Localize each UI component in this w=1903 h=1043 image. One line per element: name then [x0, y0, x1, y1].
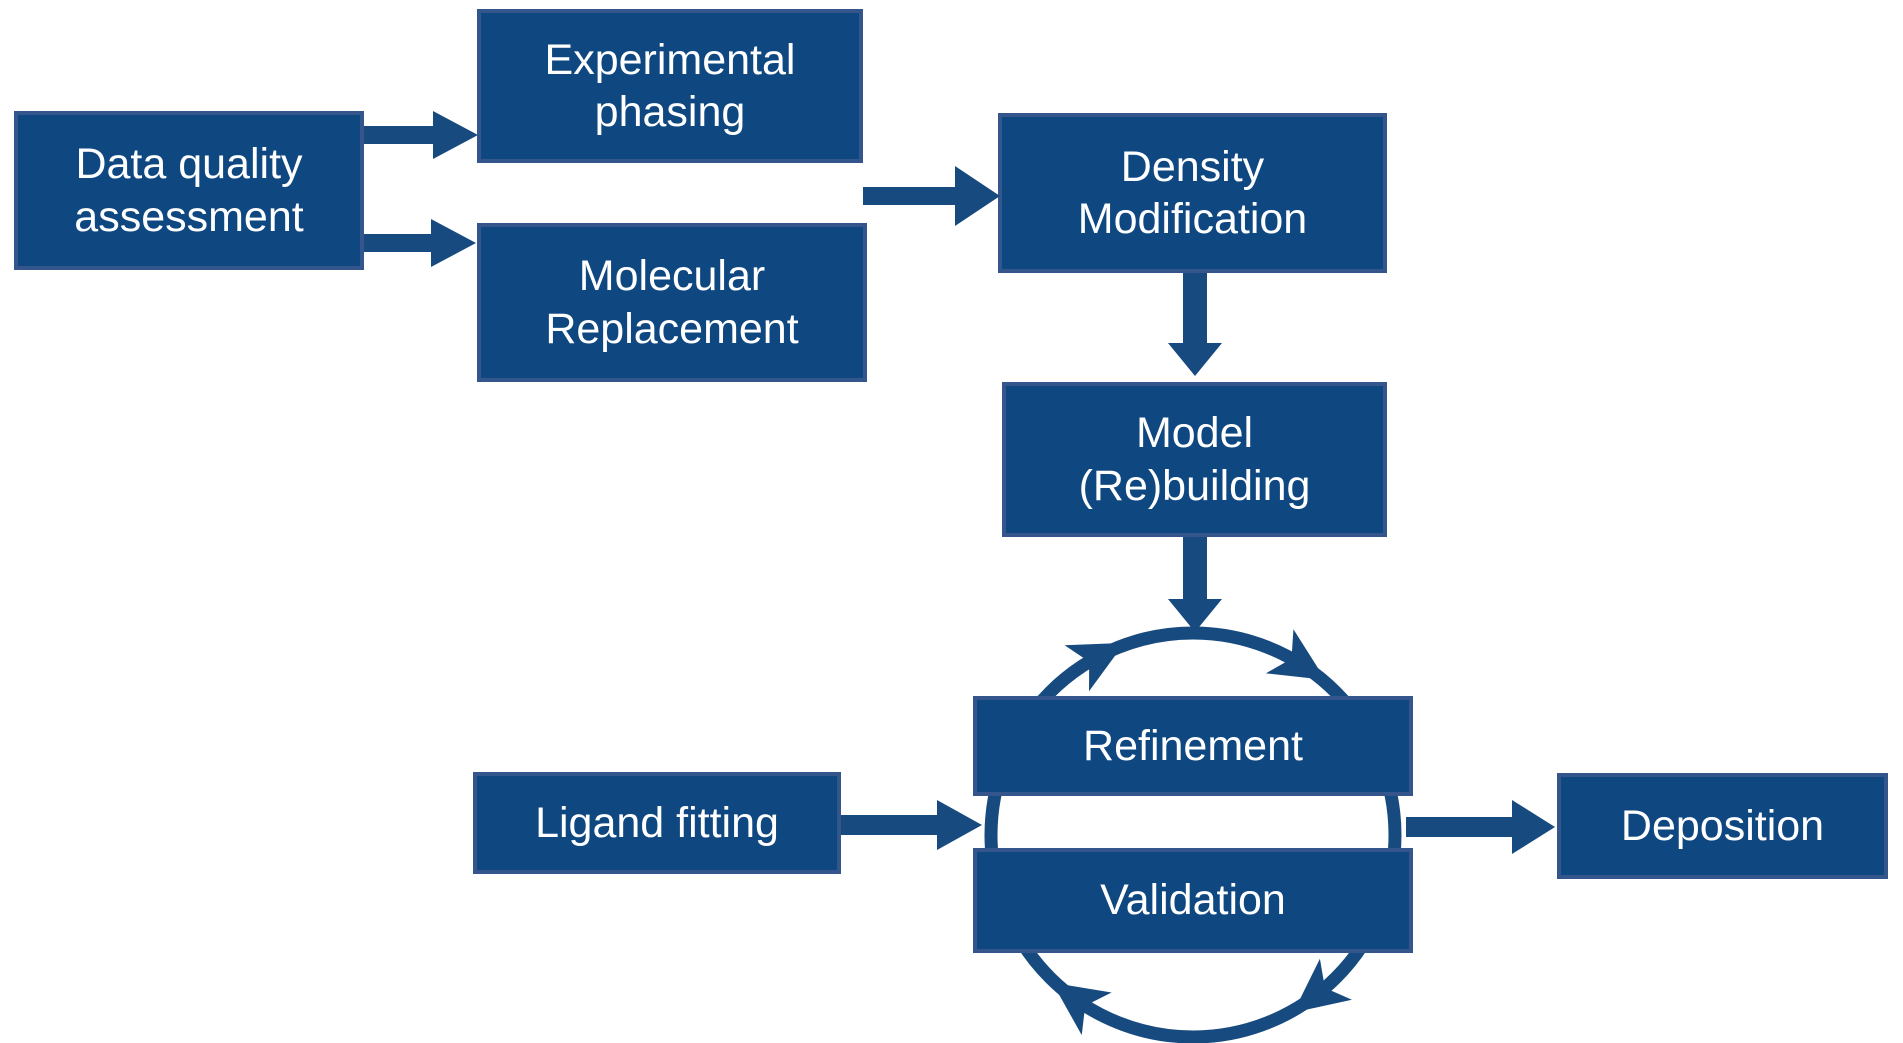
- box-ligand-fitting: Ligand fitting: [473, 772, 841, 874]
- box-deposition: Deposition: [1557, 773, 1888, 879]
- box-refinement-label: Refinement: [1083, 721, 1303, 770]
- arrow-density-to-model-icon: [1168, 273, 1222, 376]
- cycle-circle: [984, 626, 1402, 1043]
- box-molecular-replacement-label: Molecular Replacement: [545, 252, 799, 353]
- box-validation-label: Validation: [1100, 876, 1286, 925]
- box-refinement: Refinement: [973, 696, 1413, 796]
- box-molecular-replacement: Molecular Replacement: [477, 223, 867, 382]
- cycle-arrowhead-bottom-right-icon: [1293, 958, 1352, 1013]
- box-density-modification-label: Density Modification: [1077, 142, 1308, 243]
- box-density-modification: Density Modification: [998, 113, 1387, 273]
- arrow-dataquality-to-phasing-icon: [364, 111, 478, 159]
- cycle-arrowhead-top-left-icon: [1064, 642, 1125, 692]
- arrow-cycle-to-deposition-icon: [1406, 800, 1555, 854]
- box-data-quality-assessment: Data quality assessment: [14, 111, 364, 270]
- box-experimental-phasing: Experimental phasing: [477, 9, 863, 163]
- arrow-ligand-to-cycle-icon: [841, 800, 982, 850]
- box-model-rebuilding: Model (Re)building: [1002, 382, 1387, 537]
- cycle-arrowhead-top-right-icon: [1265, 629, 1326, 680]
- cycle-arrowhead-bottom-left-icon: [1052, 982, 1112, 1036]
- box-experimental-phasing-label: Experimental phasing: [544, 35, 796, 136]
- box-validation: Validation: [973, 848, 1413, 953]
- arrow-phasing-to-density-icon: [863, 166, 1000, 226]
- box-ligand-fitting-label: Ligand fitting: [535, 798, 779, 847]
- arrow-model-to-cycle-icon: [1168, 537, 1222, 632]
- arrow-dataquality-to-molrep-icon: [364, 219, 476, 267]
- box-deposition-label: Deposition: [1620, 801, 1825, 850]
- box-model-rebuilding-label: Model (Re)building: [1078, 409, 1311, 510]
- box-data-quality-assessment-label: Data quality assessment: [74, 140, 304, 241]
